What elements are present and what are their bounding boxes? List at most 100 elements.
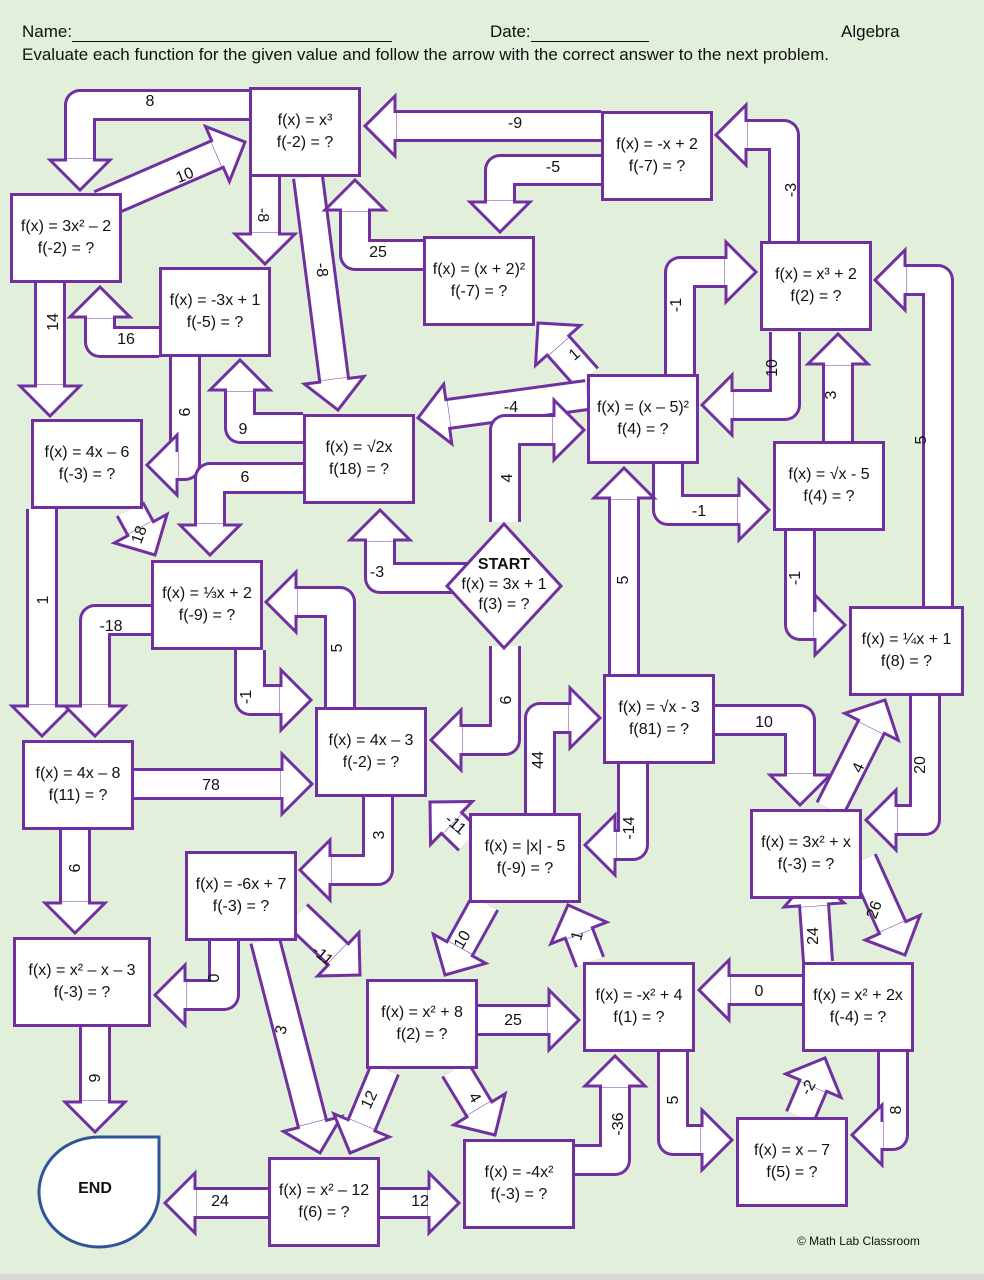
arrow (849, 1052, 909, 1169)
arrow-seam (565, 924, 592, 939)
arrow-seam (880, 921, 907, 937)
box-evaluate: f(5) = ? (766, 1164, 818, 1181)
box-function: f(x) = x² + 8 (381, 1004, 463, 1021)
arrow (547, 903, 611, 968)
arrow-head (427, 1169, 462, 1237)
arrow-shaft (82, 607, 151, 708)
arrow-answer-label: 26 (864, 899, 886, 922)
arrow-shaft (492, 417, 556, 522)
arrow (428, 646, 521, 774)
date-field[interactable]: Date: (490, 22, 649, 42)
arrow-answer-label: 24 (805, 927, 822, 945)
date-underline[interactable] (530, 25, 649, 42)
arrow-shaft (744, 122, 797, 241)
arrow (144, 357, 201, 499)
arrow-answer-label: 5 (615, 575, 632, 584)
arrow-head (280, 750, 315, 818)
box-evaluate: f(-7) = ? (628, 158, 686, 175)
arrow (715, 704, 834, 808)
end-label[interactable]: END (78, 1180, 112, 1197)
date-label: Date: (490, 22, 531, 41)
arrow (297, 797, 394, 904)
arrow-shaft (197, 465, 303, 527)
arrow-seam (321, 377, 348, 386)
arrow-shaft (527, 705, 572, 813)
arrow (575, 1053, 649, 1176)
arrow (428, 799, 481, 852)
arrow-answer-label: 5 (913, 435, 930, 444)
arrow-shaft (447, 896, 497, 957)
arrow-answer-label: 18 (129, 524, 151, 547)
problem-box[interactable]: f(x) = -4x² f(-3) = ? (463, 1139, 575, 1229)
arrow-answer-label: 78 (202, 777, 220, 794)
arrow-answer-label: 1 (35, 595, 52, 604)
arrow (285, 903, 362, 978)
arrow-shaft (459, 646, 518, 753)
box-function: f(x) = -x + 2 (616, 136, 698, 153)
box-function: f(x) = -4x² (484, 1164, 554, 1181)
arrow (696, 956, 802, 1024)
arrow-answer-label: 9 (239, 421, 248, 438)
arrow-shaft (252, 936, 326, 1130)
arrow-shaft (788, 1078, 827, 1123)
name-field[interactable]: Name: (22, 22, 393, 42)
box-evaluate: f(81) = ? (628, 721, 690, 738)
arrow-head (737, 476, 772, 544)
arrow-answer-label: 5 (665, 1095, 682, 1104)
arrow-answer-label: -3 (370, 564, 384, 581)
arrow-shaft (367, 538, 470, 591)
box-evaluate: f(-9) = ? (178, 607, 236, 624)
box-evaluate: f(4) = ? (803, 488, 855, 505)
arrow-head (696, 956, 731, 1024)
arrow-seam (467, 1101, 493, 1120)
problem-box[interactable]: f(x) = -x + 2 f(-7) = ? (601, 111, 713, 201)
arrow (231, 177, 299, 267)
arrow-answer-label: 9 (87, 1073, 104, 1082)
arrow-shaft (894, 696, 938, 833)
start-node[interactable]: START f(x) = 3x + 1 f(3) = ? (444, 555, 564, 615)
arrow-seam (348, 1119, 374, 1134)
arrow-answer-label: -1 (238, 690, 255, 704)
box-evaluate: f(-3) = ? (490, 1186, 548, 1203)
name-underline[interactable] (72, 25, 393, 42)
arrow-head (176, 523, 244, 558)
arrow-answer-label: 6 (498, 695, 515, 704)
box-evaluate: f(-2) = ? (37, 240, 95, 257)
problem-box[interactable]: f(x) = 3x² – 2 f(-2) = ? (10, 193, 122, 283)
arrow-answer-label: 16 (117, 331, 135, 348)
arrow-head (804, 331, 872, 366)
arrow-head (66, 284, 134, 319)
arrow-answer-label: 6 (241, 469, 250, 486)
arrow-shaft (850, 854, 906, 935)
arrow-head (8, 704, 76, 739)
arrow-head (863, 786, 898, 854)
arrow-seam (328, 944, 351, 967)
box-function: f(x) = 3x² – 2 (20, 218, 112, 235)
arrow-seam (859, 717, 885, 734)
arrow (415, 379, 590, 448)
arrow (362, 92, 601, 160)
